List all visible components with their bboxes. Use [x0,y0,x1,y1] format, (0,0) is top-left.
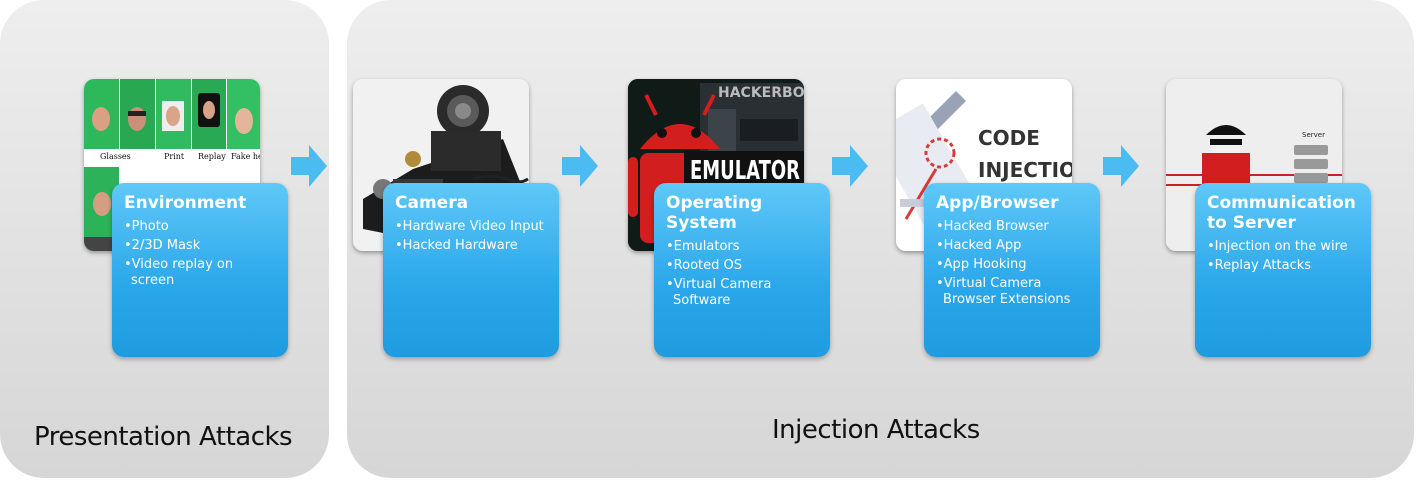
stage-item: •App Hooking [936,257,1027,272]
emulator-text: EMULATOR [690,156,800,186]
arrow-right-icon [1103,145,1139,187]
stage-item: •Hardware Video Input [395,219,544,234]
injection-attacks-title: Injection Attacks [772,415,980,445]
stage-item: •Video replay on screen [124,257,234,288]
stage-card-environment: Environment •Photo •2/3D Mask •Video rep… [112,183,288,357]
stage-item: •Virtual Camera Browser Extensions [936,276,1071,307]
stage-title: Camera [395,193,469,213]
stage-item: •Hacked App [936,238,1022,253]
stage-card-app-browser: App/Browser •Hacked Browser •Hacked App … [924,183,1100,357]
stage-title: Operating System [666,193,763,233]
photo-label-fake-head: Fake head [231,152,260,161]
photo-label-glasses: Glasses [100,152,131,161]
injection-text: INJECTION [978,158,1072,182]
stage-item: •Replay Attacks [1207,258,1312,273]
stage-title: Communication to Server [1207,193,1356,233]
stage-item: •Photo [124,219,169,234]
presentation-attacks-title: Presentation Attacks [34,422,293,452]
arrow-right-icon [562,145,598,187]
server-label: Server [1302,131,1325,139]
stage-title: App/Browser [936,193,1059,213]
stage-card-operating-system: Operating System •Emulators •Rooted OS •… [654,183,830,357]
stage-item: •Injection on the wire [1207,239,1348,254]
stage-card-camera: Camera •Hardware Video Input •Hacked Har… [383,183,559,357]
code-text: CODE [978,126,1040,150]
stage-item: •Rooted OS [666,258,742,273]
photo-label-print: Print [164,152,185,161]
photo-label-replay: Replay [198,152,226,161]
stage-item: •Hacked Browser [936,219,1049,234]
stage-item: •Emulators [666,239,740,254]
stage-item: •2/3D Mask [124,238,201,253]
arrow-right-icon [291,145,327,187]
stage-card-communication: Communication to Server •Injection on th… [1195,183,1371,357]
stage-item: •Hacked Hardware [395,238,518,253]
stage-title: Environment [124,193,247,213]
stage-item: •Virtual Camera Software [666,277,772,308]
arrow-right-icon [832,145,868,187]
hackerbot-text: HACKERBOT [718,85,804,101]
